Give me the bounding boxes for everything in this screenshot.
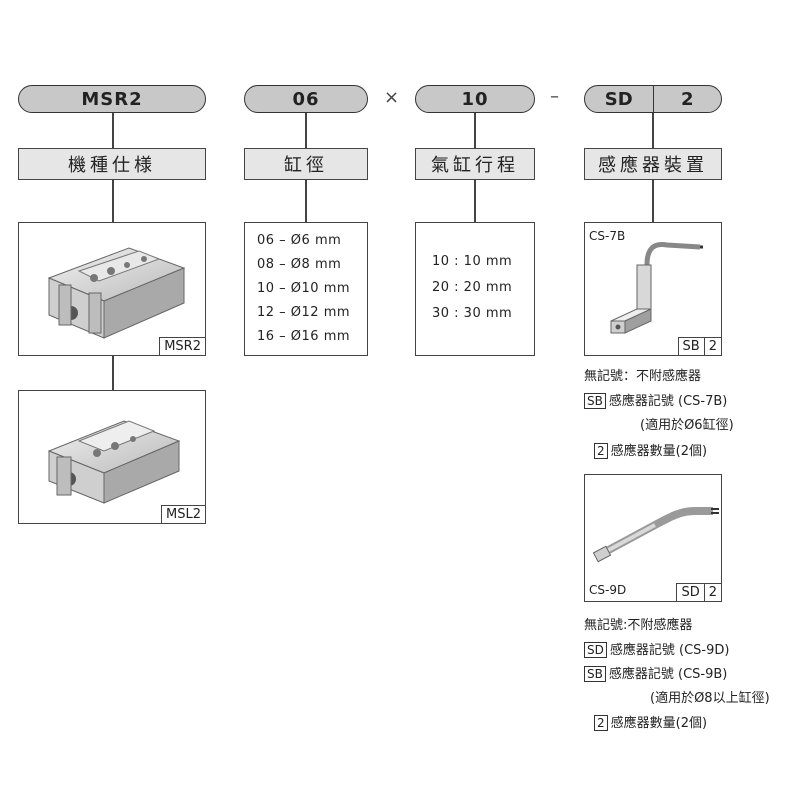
sensor-cs7b-image xyxy=(610,242,703,334)
connector-line xyxy=(112,113,114,148)
model-label: 機種仕様 xyxy=(18,148,206,180)
stroke-option: 10 : 10 mm xyxy=(432,254,513,269)
sensor-code-a: SD xyxy=(604,88,633,110)
code-box: SB xyxy=(584,666,606,682)
connector-line xyxy=(112,180,114,222)
gripper-msr2-image xyxy=(47,247,186,339)
bore-code: 06 xyxy=(292,88,320,110)
note-applicable: (適用於Ø6缸徑) xyxy=(640,418,734,433)
sensor-tag-cs7b: SB 2 xyxy=(677,337,721,355)
model-tag-msl2: MSL2 xyxy=(161,505,205,523)
connector-line xyxy=(652,180,654,222)
stroke-code: 10 xyxy=(461,88,489,110)
sensor-tag-a: SD xyxy=(681,585,700,600)
sensor-label: 感應器裝置 xyxy=(584,148,722,180)
stroke-option: 20 : 20 mm xyxy=(432,280,513,295)
note-no-sensor: 無記號:不附感應器 xyxy=(584,618,693,633)
sensor-tag-a: SB xyxy=(682,339,700,354)
sensor-box-cs7b: CS-7B SB 2 xyxy=(584,222,722,356)
model-box-msl2: MSL2 xyxy=(18,390,206,524)
model-box-msr2: MSR2 xyxy=(18,222,206,356)
stroke-options-box: 10 : 10 mm 20 : 20 mm 30 : 30 mm xyxy=(415,222,535,356)
dash-separator: – xyxy=(550,86,559,107)
code-box: SB xyxy=(584,393,606,409)
stroke-code-pill: 10 xyxy=(415,85,535,113)
connector-line xyxy=(474,113,476,148)
model-tag-msr2: MSR2 xyxy=(159,337,205,355)
bore-option: 08 – Ø8 mm xyxy=(257,257,342,272)
code-box: 2 xyxy=(594,443,608,459)
note-text: 感應器數量(2個) xyxy=(610,444,708,459)
bore-option: 10 – Ø10 mm xyxy=(257,281,351,296)
sensor-caption-cs9d: CS-9D xyxy=(589,583,627,597)
connector-line xyxy=(112,356,114,390)
sensor-caption-cs7b: CS-7B xyxy=(589,229,626,243)
model-code: MSR2 xyxy=(81,88,143,110)
bore-option: 12 – Ø12 mm xyxy=(257,305,351,320)
bore-code-pill: 06 xyxy=(244,85,368,113)
sensor-cs9d-image xyxy=(592,507,719,563)
sensor-code-pill: SD 2 xyxy=(584,85,722,113)
connector-line xyxy=(474,180,476,222)
connector-line xyxy=(652,113,654,148)
code-box: 2 xyxy=(594,715,608,731)
note-text: 感應器數量(2個) xyxy=(610,716,708,731)
note-no-sensor: 無記號：不附感應器 xyxy=(584,369,702,384)
sensor-tag-b: 2 xyxy=(703,584,721,601)
stroke-option: 30 : 30 mm xyxy=(432,306,513,321)
note-text: 感應器記號 (CS-7B) xyxy=(608,394,728,409)
bore-option: 06 – Ø6 mm xyxy=(257,233,342,248)
times-separator: × xyxy=(384,87,400,108)
sensor-code-b: 2 xyxy=(652,86,722,112)
bore-option: 16 – Ø16 mm xyxy=(257,329,351,344)
connector-line xyxy=(305,180,307,222)
sensor-box-cs9d: CS-9D SD 2 xyxy=(584,474,722,602)
bore-options-box: 06 – Ø6 mm 08 – Ø8 mm 10 – Ø10 mm 12 – Ø… xyxy=(244,222,368,356)
code-box: SD xyxy=(584,642,607,658)
note-text: 感應器記號 (CS-9D) xyxy=(609,643,730,658)
sensor-tag-cs9d: SD 2 xyxy=(676,583,721,601)
gripper-msl2-image xyxy=(47,420,181,504)
note-text: 感應器記號 (CS-9B) xyxy=(608,667,728,682)
stroke-label: 氣缸行程 xyxy=(415,148,535,180)
model-code-pill: MSR2 xyxy=(18,85,206,113)
connector-line xyxy=(305,113,307,148)
note-applicable: (適用於Ø8以上缸徑) xyxy=(650,691,770,706)
sensor-tag-b: 2 xyxy=(703,338,721,355)
bore-label: 缸徑 xyxy=(244,148,368,180)
